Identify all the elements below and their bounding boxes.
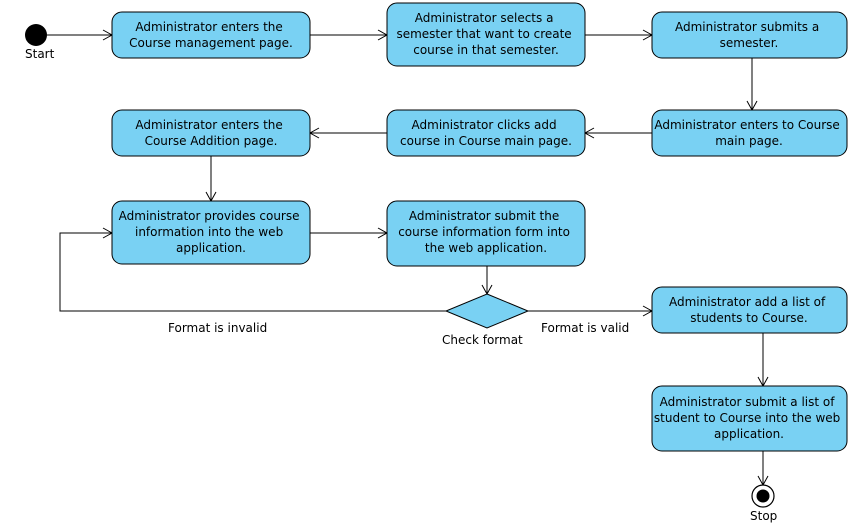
action-text: Administrator provides course informatio… [119,209,304,255]
start-node: Start [25,24,55,61]
stop-inner-circle [756,489,770,503]
action-course-main: Administrator enters to Course main page… [651,109,848,157]
edge-invalid-back-to-provide-info [59,232,446,312]
branch-valid-label: Format is valid [541,321,629,335]
start-circle [25,24,47,46]
action-provide-course-info: Administrator provides course informatio… [111,200,311,265]
action-course-addition: Administrator enters the Course Addition… [111,109,311,157]
action-text: Administrator enters the Course manageme… [129,20,293,50]
action-text: Administrator enters the Course Addition… [135,118,286,148]
start-label: Start [25,47,55,61]
action-submit-students: Administrator submit a list of student t… [651,385,848,452]
action-text: Administrator selects a semester that wa… [396,11,575,57]
action-text: Administrator enters to Course main page… [654,118,843,148]
action-course-management: Administrator enters the Course manageme… [111,11,311,59]
action-box [386,109,586,157]
decision-node: Check format [442,293,530,347]
action-box [111,11,311,59]
action-box [651,109,848,157]
action-box [111,109,311,157]
stop-label: Stop [750,509,777,523]
action-submit-course-form: Administrator submit the course informat… [386,200,586,267]
action-box [386,200,586,267]
decision-diamond [444,293,530,329]
action-submit-semester: Administrator submits a semester. [651,11,848,59]
action-box [651,385,848,452]
action-text: Administrator submit the course informat… [398,209,574,255]
action-box [111,200,311,265]
branch-invalid-label: Format is invalid [168,321,267,335]
action-text: Administrator clicks add course in Cours… [400,118,572,148]
action-click-add-course: Administrator clicks add course in Cours… [386,109,586,157]
action-text: Administrator submits a semester. [675,20,823,50]
action-text: Administrator add a list of students to … [669,295,829,325]
action-box [386,2,586,67]
decision-label: Check format [442,333,523,347]
action-add-students: Administrator add a list of students to … [651,286,848,334]
stop-node: Stop [750,484,777,523]
edges [47,29,769,487]
action-box [651,11,848,59]
action-select-semester: Administrator selects a semester that wa… [386,2,586,67]
action-box [651,286,848,334]
action-text: Administrator submit a list of student t… [654,395,844,441]
